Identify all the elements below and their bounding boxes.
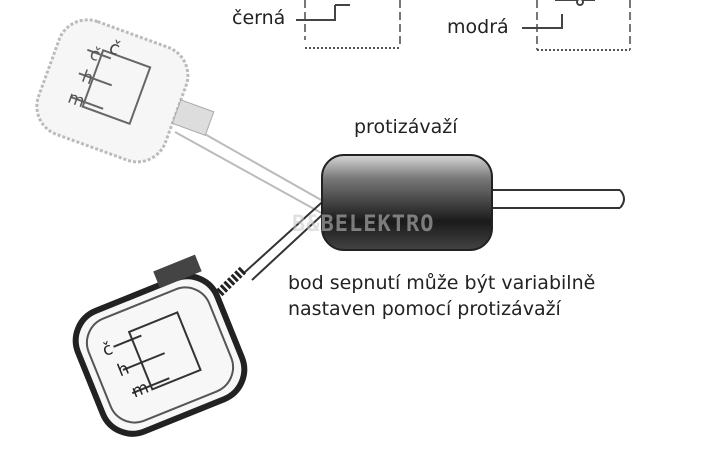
right-cable: [488, 189, 625, 209]
watermark: B&BELEKTRO: [292, 212, 435, 237]
upper-float: č: [35, 18, 215, 164]
lower-float: [72, 254, 248, 437]
wiring-box-black: [296, 0, 401, 49]
label-blue-wire: modrá: [447, 16, 509, 38]
label-counterweight: protizávaží: [354, 116, 458, 138]
note-line-2: nastaven pomocí protizávaží: [288, 298, 561, 320]
upper-cable: [174, 119, 331, 216]
label-black-wire: černá: [232, 7, 286, 29]
note-line-1: bod sepnutí může být variabilně: [288, 272, 596, 294]
counterweight: [321, 154, 493, 251]
wiring-box-blue: [522, 0, 631, 51]
